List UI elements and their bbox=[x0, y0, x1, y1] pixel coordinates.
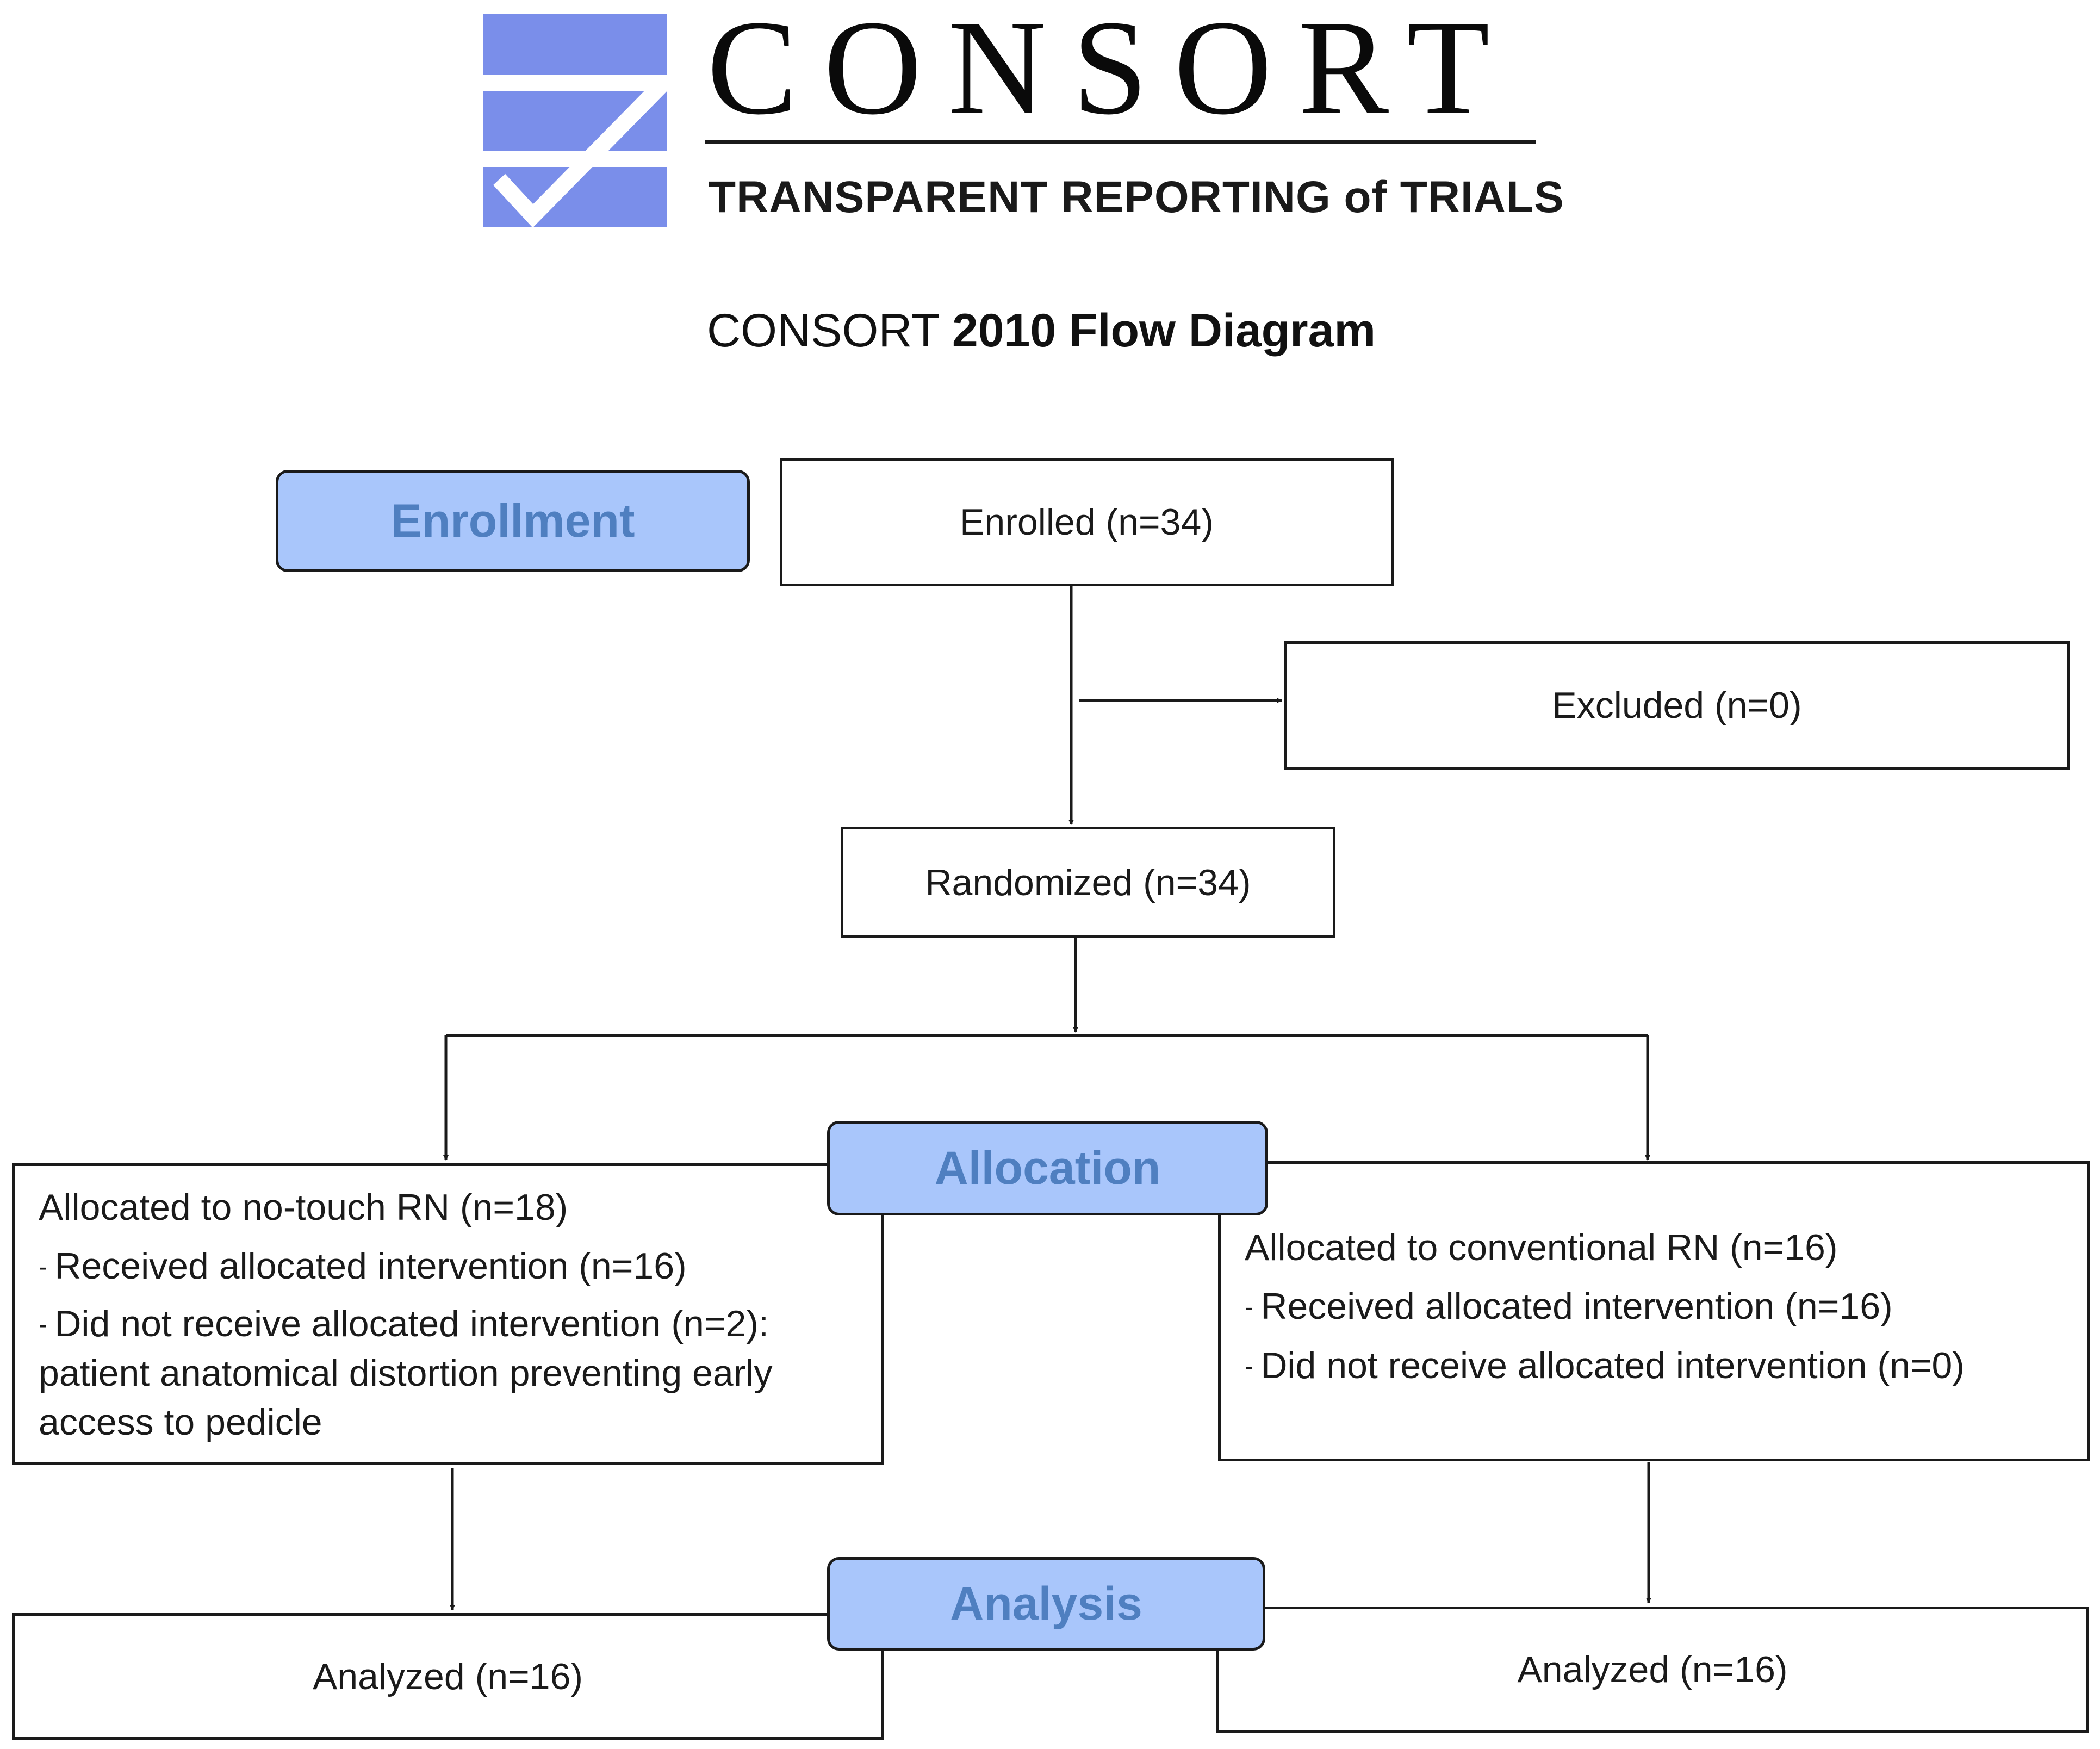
left-allocation-received: -Received allocated intervention (n=16) bbox=[39, 1245, 687, 1287]
title-prefix: CONSORT bbox=[707, 305, 939, 357]
right-allocation-not-received: -Did not receive allocated intervention … bbox=[1245, 1345, 1965, 1386]
right-allocation-box: Allocated to conventional RN (n=16) -Rec… bbox=[1218, 1161, 2090, 1461]
stage-analysis: Analysis bbox=[827, 1557, 1265, 1651]
logo-tagline: TRANSPARENT REPORTING of TRIALS bbox=[709, 172, 1564, 222]
left-allocation-title: Allocated to no-touch RN (n=18) bbox=[39, 1187, 568, 1228]
right-allocation-title: Allocated to conventional RN (n=16) bbox=[1245, 1227, 1838, 1268]
right-analyzed-box: Analyzed (n=16) bbox=[1216, 1607, 2089, 1733]
title-bold: 2010 Flow Diagram bbox=[952, 305, 1376, 357]
right-allocation-received: -Received allocated intervention (n=16) bbox=[1245, 1286, 1893, 1327]
left-analyzed-box: Analyzed (n=16) bbox=[12, 1613, 884, 1740]
left-allocation-not-received: -Did not receive allocated intervention … bbox=[39, 1303, 773, 1443]
left-allocation-box: Allocated to no-touch RN (n=18) -Receive… bbox=[12, 1163, 884, 1465]
diagram-title: CONSORT 2010 Flow Diagram bbox=[647, 298, 1436, 363]
consort-checkbox-logo-icon bbox=[483, 14, 667, 227]
randomized-box: Randomized (n=34) bbox=[841, 827, 1335, 938]
enrolled-box: Enrolled (n=34) bbox=[780, 458, 1394, 586]
stage-allocation: Allocation bbox=[827, 1121, 1268, 1215]
excluded-box: Excluded (n=0) bbox=[1284, 641, 2070, 770]
logo-wordmark: CONSORT bbox=[707, 0, 1516, 143]
stage-enrollment: Enrollment bbox=[276, 470, 750, 572]
logo-rule bbox=[705, 140, 1536, 144]
